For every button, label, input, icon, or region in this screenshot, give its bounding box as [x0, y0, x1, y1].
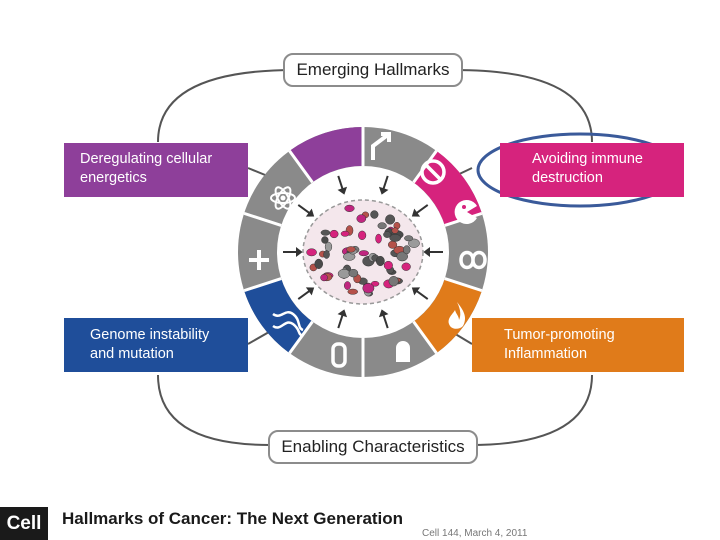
tumor-cell — [321, 236, 329, 244]
inner-arrow — [297, 204, 311, 215]
tumor-cell — [344, 204, 355, 212]
vial-icon — [331, 342, 347, 368]
wedge-flame — [413, 278, 482, 354]
tumor-cell — [362, 283, 375, 294]
wedge-separator — [243, 277, 282, 293]
tumor-cell — [391, 227, 399, 234]
tumor-cell — [408, 238, 420, 248]
avoiding-immune-destruction-box: Avoiding immune destruction — [500, 143, 684, 197]
tumor-cell — [375, 233, 382, 244]
tumor-cell — [404, 235, 414, 242]
inner-arrowhead — [378, 309, 389, 318]
atom-icon — [270, 186, 296, 210]
deregulating-energetics-box: Deregulating cellular energetics — [64, 143, 248, 197]
tumor-cell — [320, 229, 331, 236]
inner-arrowhead — [305, 287, 315, 296]
tumor-cell — [358, 230, 367, 240]
tumor-cell — [348, 268, 359, 278]
citation: Cell 144, March 4, 2011 — [422, 528, 528, 539]
genome-line-1: Genome instability — [90, 327, 210, 343]
inner-arrow — [415, 204, 429, 215]
deregulating-line-2: energetics — [80, 170, 147, 186]
inflammation-line-1: Tumor-promoting — [504, 327, 615, 343]
tumor-cell — [337, 268, 351, 279]
tumor-cell — [344, 281, 351, 290]
tumor-cell — [403, 245, 411, 255]
inner-arrow — [382, 314, 389, 329]
inner-arrowhead — [296, 247, 303, 257]
prohibit-icon — [420, 159, 446, 185]
tumor-cell — [375, 255, 385, 267]
inner-arrowhead — [423, 247, 430, 257]
tumor-cell — [347, 288, 358, 295]
tumor-cell — [370, 210, 379, 219]
inner-arrow — [415, 289, 429, 300]
wedge-separator — [412, 320, 438, 355]
inflammation-line-2: Inflammation — [504, 346, 588, 362]
top-connector — [157, 69, 593, 143]
tumor-cell — [388, 276, 399, 287]
inner-arrowhead — [411, 287, 421, 296]
tumor-cell — [385, 214, 396, 225]
enabling-characteristics-label: Enabling Characteristics — [268, 430, 478, 464]
tumor-promoting-inflammation-box: Tumor-promoting Inflammation — [472, 318, 684, 372]
wedge-atom — [289, 127, 363, 183]
bottom-connector — [157, 374, 593, 446]
arrow-icon — [371, 132, 391, 160]
footer-title: Hallmarks of Cancer: The Next Generation — [62, 509, 404, 528]
deregulating-line-1: Deregulating cellular — [80, 151, 213, 167]
immune-line-1: Avoiding immune — [532, 151, 643, 167]
infinity-icon — [459, 250, 487, 270]
immune-line-2: destruction — [532, 170, 603, 186]
tumor-cell — [329, 229, 339, 239]
wedge-separator — [243, 211, 282, 227]
tumor-cell — [383, 231, 392, 238]
tombstone-icon — [396, 341, 410, 362]
tumor-cell — [346, 246, 356, 253]
pacman-icon — [454, 200, 477, 224]
tumor-cell — [401, 262, 411, 271]
tumor-cell — [389, 234, 402, 242]
wedge-separator — [288, 149, 314, 184]
cell-logo: Cell — [0, 507, 48, 540]
genome-line-2: and mutation — [90, 346, 174, 362]
inner-arrowhead — [378, 186, 389, 195]
tumor-cell — [377, 222, 387, 230]
tumor-cell — [358, 250, 369, 257]
tumor-cell — [323, 250, 330, 259]
inner-arrow — [337, 314, 344, 329]
genome-instability-box: Genome instability and mutation — [64, 318, 248, 372]
hallmark-wheel — [238, 127, 488, 377]
wedge-separator — [444, 277, 483, 293]
dna-icon — [272, 311, 304, 338]
inner-arrowhead — [337, 186, 348, 195]
inner-arrow — [382, 175, 389, 190]
inner-arrow — [337, 175, 344, 190]
wedge-separator — [288, 320, 314, 355]
tumor-cell — [340, 230, 350, 237]
tumor-cell — [396, 251, 408, 262]
inner-arrow — [297, 289, 311, 300]
tumor-cell — [356, 214, 367, 223]
tumor-cell — [320, 273, 328, 282]
plus-icon — [249, 250, 269, 270]
inner-arrowhead — [411, 208, 421, 217]
tumor-cell — [383, 260, 393, 270]
inner-arrowhead — [305, 208, 315, 217]
flame-icon — [448, 302, 465, 329]
tumor-cell — [306, 248, 317, 257]
emerging-hallmarks-label: Emerging Hallmarks — [283, 53, 463, 87]
tumor-cell — [314, 258, 323, 269]
inner-arrowhead — [337, 309, 348, 318]
